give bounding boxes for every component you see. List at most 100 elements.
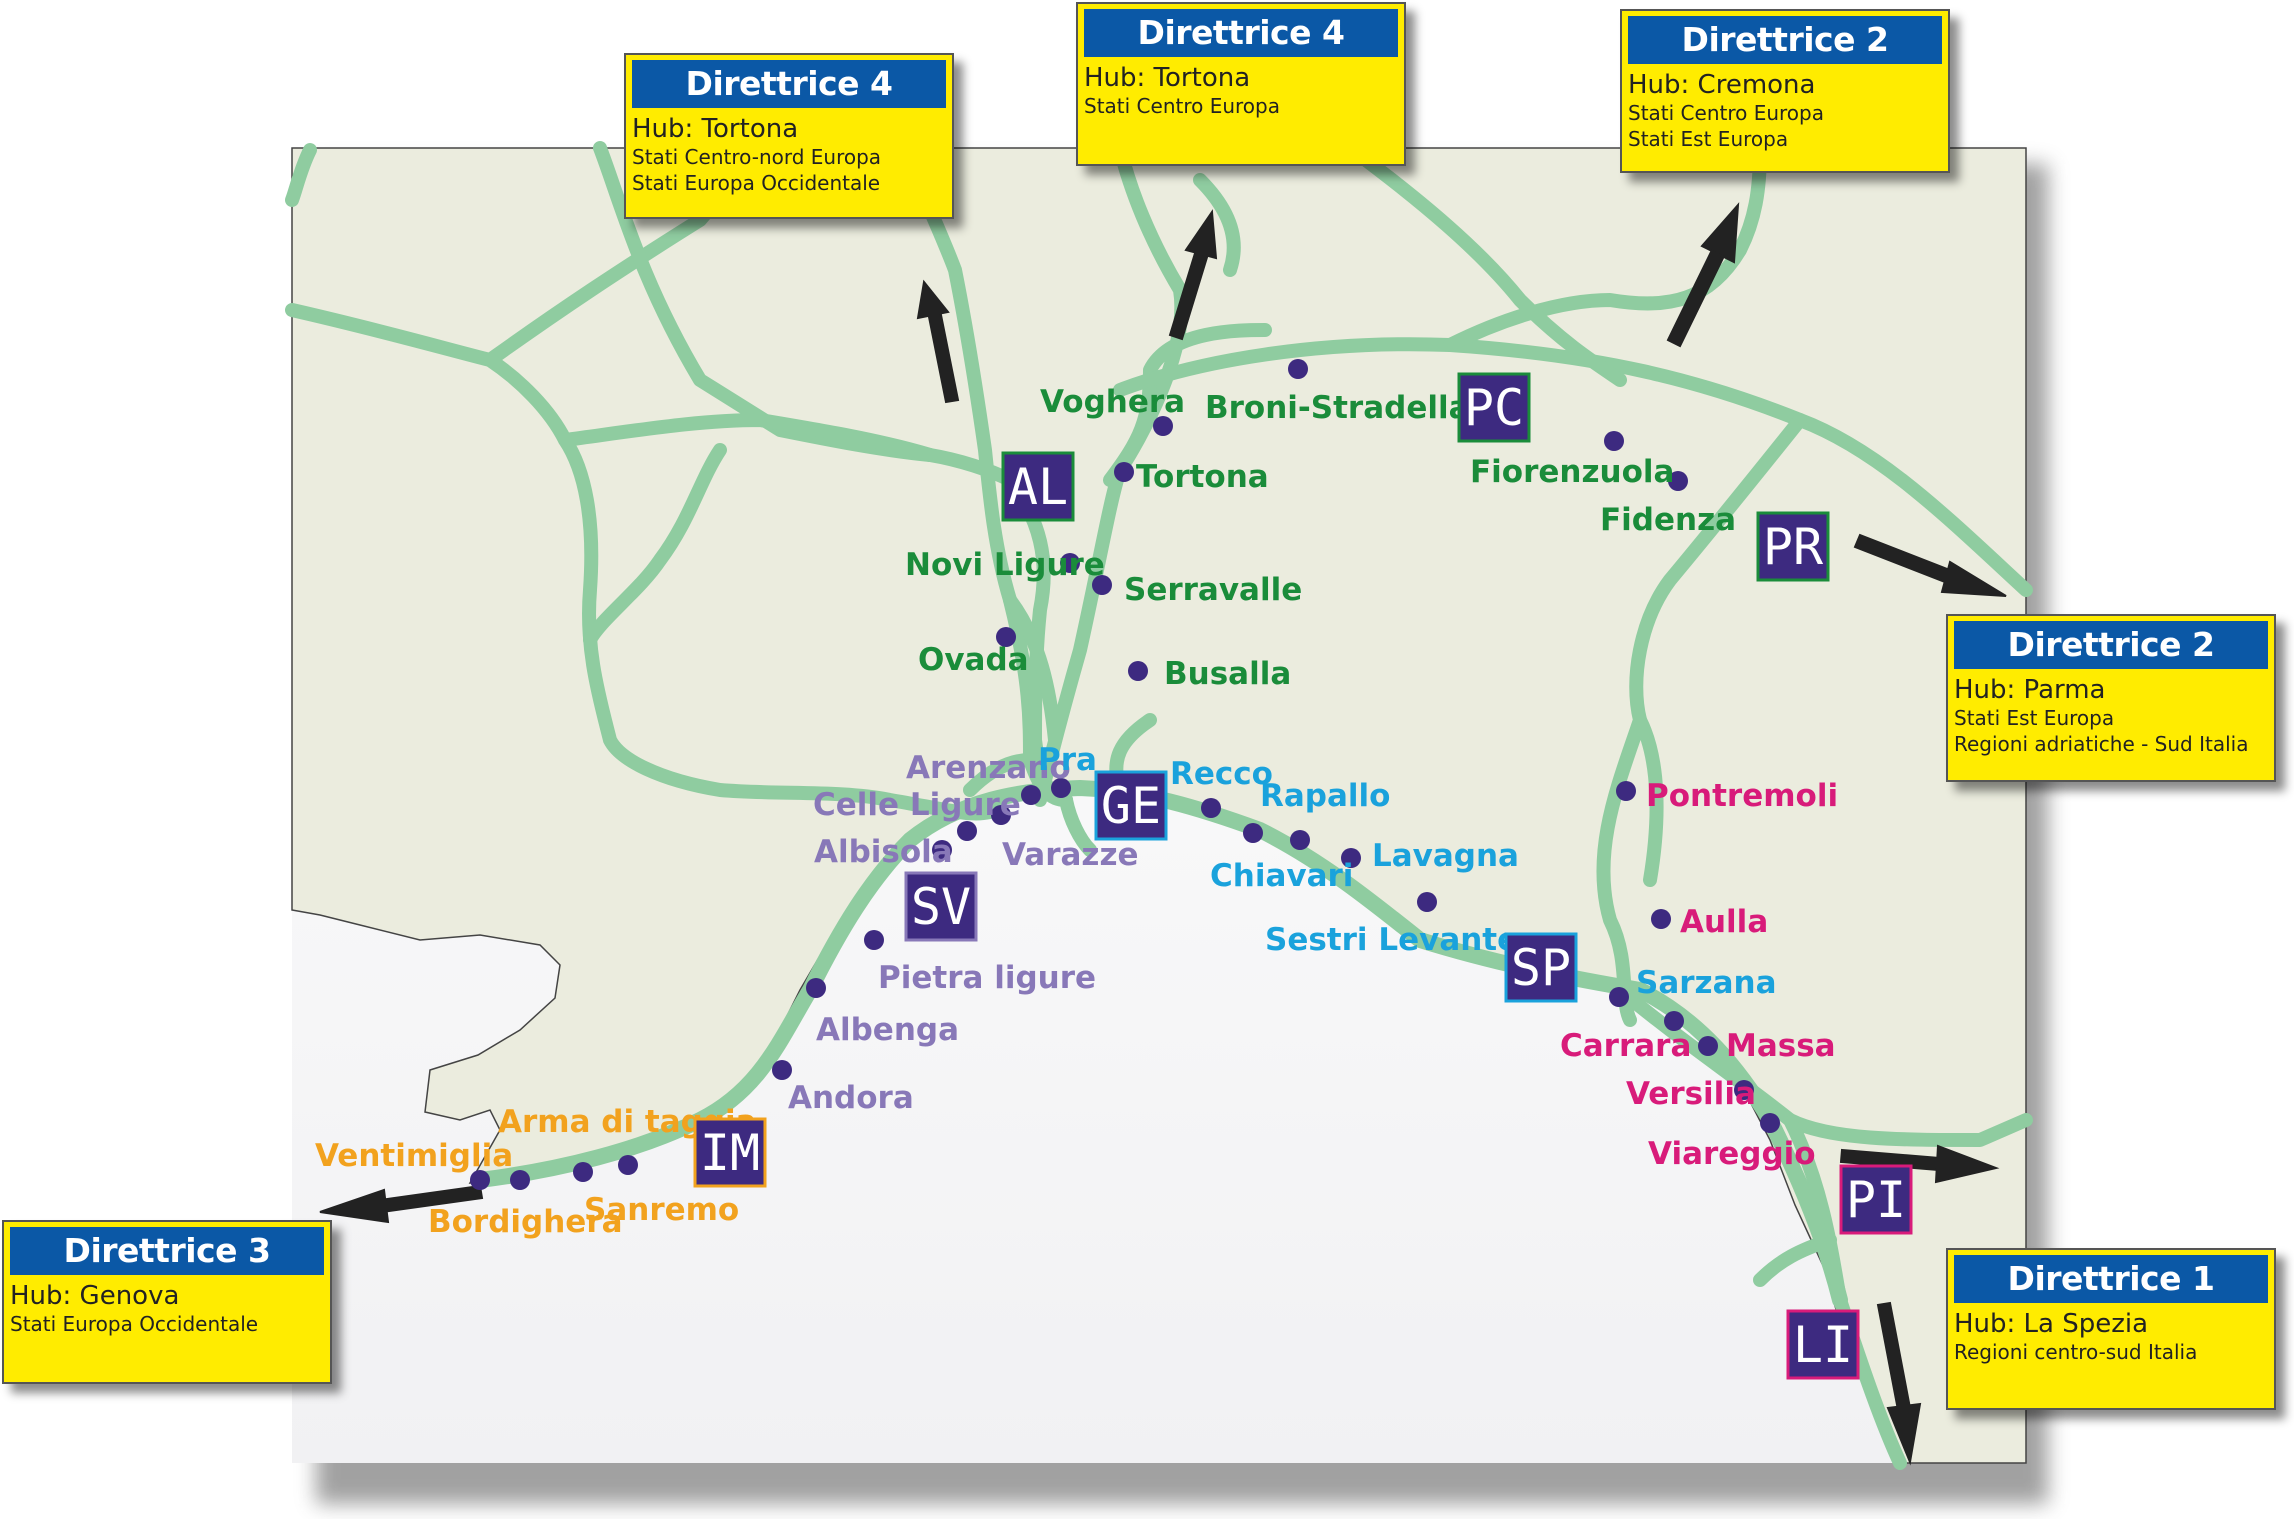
stop-albenga (806, 978, 826, 998)
svg-text:GE: GE (1101, 777, 1161, 835)
province-li: LI (1786, 1309, 1860, 1380)
label-busalla: Busalla (1164, 656, 1291, 692)
province-pc: PC (1457, 372, 1531, 443)
stop-pontremoli (1616, 781, 1636, 801)
route-stops (470, 359, 1780, 1190)
label-aulla: Aulla (1680, 904, 1768, 940)
arrow-to-direttrice-2-east (1853, 533, 2007, 597)
svg-text:SP: SP (1511, 939, 1571, 997)
stop-voghera (1153, 416, 1173, 436)
callout-region: Stati Europa Occidentale (632, 171, 881, 195)
stop-albisola (932, 840, 952, 860)
label-broni-stradella: Broni-Stradella (1205, 390, 1470, 426)
stop-broni-stradella (1288, 359, 1308, 379)
callout-region: Stati Centro-nord Europa (632, 145, 882, 169)
callout-hub: Hub: La Spezia (1954, 1309, 2149, 1339)
label-recco: Recco (1170, 756, 1273, 792)
label-serravalle: Serravalle (1124, 572, 1302, 608)
stop-carrara (1664, 1011, 1684, 1031)
label-novi-ligure: Novi Ligure (905, 547, 1105, 583)
svg-text:PR: PR (1763, 518, 1824, 576)
stop-versilia (1734, 1080, 1754, 1100)
stop-sanremo (573, 1162, 593, 1182)
callout-region: Stati Est Europa (1628, 127, 1789, 151)
stop-varazze (957, 821, 977, 841)
stop-ovada (996, 627, 1016, 647)
label-albenga: Albenga (816, 1012, 959, 1048)
stop-tortona (1114, 462, 1134, 482)
stop-fiorenzuola (1604, 431, 1624, 451)
stop-pietra-ligure (864, 930, 884, 950)
province-pi: PI (1839, 1164, 1913, 1235)
callout-hub: Hub: Cremona (1628, 70, 1816, 100)
stop-andora (772, 1060, 792, 1080)
stop-fidenza (1668, 471, 1688, 491)
arrow-to-direttrice-2-north (1666, 202, 1740, 348)
arrow-to-direttrice-4-north (1168, 209, 1218, 341)
label-celle-ligure: Celle Ligure (813, 787, 1021, 823)
callout-region: Stati Centro Europa (1628, 101, 1824, 125)
callout-title: Direttrice 2 (1628, 16, 1942, 64)
province-im: IM (693, 1117, 767, 1188)
stop-novi-ligure (1060, 553, 1080, 573)
label-tortona: Tortona (1136, 459, 1269, 495)
province-pr: PR (1756, 511, 1830, 582)
callout-hub: Hub: Tortona (632, 114, 799, 144)
label-ventimiglia: Ventimiglia (315, 1138, 513, 1174)
callout-hub: Hub: Parma (1954, 675, 2106, 705)
callout-title: Direttrice 4 (1084, 9, 1398, 57)
label-ovada: Ovada (918, 642, 1029, 678)
province-al: AL (1001, 451, 1075, 522)
callout-hub: Hub: Genova (10, 1281, 180, 1311)
label-pontremoli: Pontremoli (1646, 778, 1838, 814)
label-voghera: Voghera (1040, 384, 1185, 420)
callout-direttrice-2-north: Direttrice 2 Hub: Cremona Stati Centro E… (1620, 9, 1950, 173)
stop-aulla (1651, 909, 1671, 929)
stop-chiavari (1290, 830, 1310, 850)
stop-serravalle (1092, 575, 1112, 595)
svg-text:AL: AL (1008, 458, 1068, 516)
direction-arrows (319, 202, 2007, 1466)
svg-text:PC: PC (1464, 379, 1524, 437)
label-fiorenzuola: Fiorenzuola (1470, 454, 1674, 490)
label-massa: Massa (1726, 1028, 1836, 1064)
callout-direttrice-4-north: Direttrice 4 Hub: Tortona Stati Centro E… (1076, 2, 1406, 166)
label-rapallo: Rapallo (1260, 778, 1390, 814)
city-labels: Voghera Broni-Stradella Tortona Fiorenzu… (315, 384, 1838, 1240)
callout-region: Regioni adriatiche - Sud Italia (1954, 732, 2249, 756)
arrow-to-direttrice-1-east (1839, 1144, 2000, 1184)
label-arenzano: Arenzano (906, 750, 1071, 786)
province-sv: SV (904, 871, 978, 942)
label-versilia: Versilia (1626, 1076, 1756, 1112)
callout-region: Stati Europa Occidentale (10, 1312, 259, 1336)
arrow-to-direttrice-3 (319, 1184, 484, 1224)
label-pietra-ligure: Pietra ligure (878, 960, 1096, 996)
stop-busalla (1128, 661, 1148, 681)
label-pra: Pra (1038, 742, 1097, 778)
svg-text:IM: IM (700, 1124, 760, 1182)
stop-ventimiglia (470, 1170, 490, 1190)
stop-bordighera (510, 1170, 530, 1190)
stop-arenzano (1021, 785, 1041, 805)
callout-direttrice-4-west: Direttrice 4 Hub: Tortona Stati Centro-n… (624, 53, 954, 219)
stop-rapallo (1243, 823, 1263, 843)
callout-title: Direttrice 3 (10, 1227, 324, 1275)
callout-direttrice-2-east: Direttrice 2 Hub: Parma Stati Est Europa… (1946, 614, 2276, 782)
svg-text:PI: PI (1846, 1171, 1906, 1229)
label-chiavari: Chiavari (1210, 858, 1353, 894)
stop-pra (1051, 778, 1071, 798)
label-varazze: Varazze (1002, 837, 1139, 873)
stop-lavagna (1341, 848, 1361, 868)
label-lavagna: Lavagna (1372, 838, 1519, 874)
province-ge: GE (1094, 770, 1168, 841)
callout-title: Direttrice 4 (632, 60, 946, 108)
stop-celle-ligure (991, 805, 1011, 825)
stop-viareggio (1760, 1113, 1780, 1133)
callout-direttrice-3: Direttrice 3 Hub: Genova Stati Europa Oc… (2, 1220, 332, 1384)
stop-massa (1698, 1036, 1718, 1056)
label-sarzana: Sarzana (1636, 965, 1776, 1001)
stop-recco (1201, 798, 1221, 818)
callout-title: Direttrice 2 (1954, 621, 2268, 669)
svg-text:SV: SV (911, 878, 971, 936)
